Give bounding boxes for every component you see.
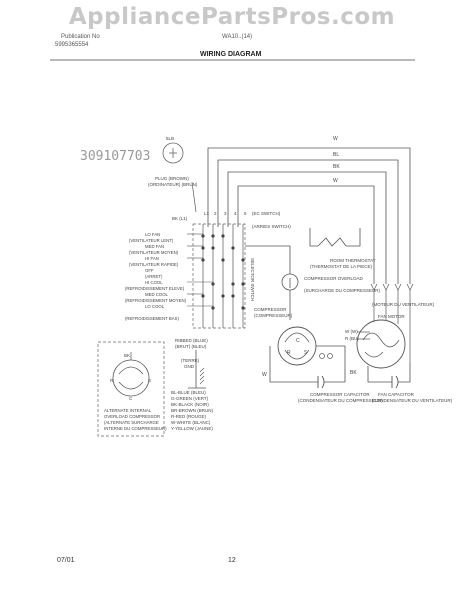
wire-label-bl: BL — [333, 152, 339, 158]
speed-label-14: (REFROIDISSEMENT BAS) — [125, 316, 179, 321]
footer-page-number: 12 — [228, 557, 236, 564]
alt-terminal-c: C — [129, 396, 133, 401]
legend-yellow: Y-YELLOW (JAUNE) — [171, 426, 213, 431]
alt-terminal-s: S — [148, 378, 151, 383]
legend-white: W-WHITE (BLANC) — [171, 420, 211, 425]
alt-terminal-r: R — [110, 378, 114, 383]
selector-switch-box — [192, 223, 246, 329]
legend-red: R-RED (ROUGE) — [171, 414, 206, 419]
switch-contact-4: 4 — [234, 211, 237, 216]
compressor-label-fr: (COMPRESSEUR) — [254, 313, 293, 318]
thermostat-label: ROOM THERMOSTAT — [330, 258, 376, 263]
fan-motor-label: FAN MOTOR — [378, 314, 405, 319]
fan-wire-r: R (BU) — [345, 336, 359, 341]
alt-label-2: OVERLOAD COMPRESSOR — [104, 414, 160, 419]
speed-label-11: MED COOL — [145, 292, 169, 297]
alternate-compressor-symbol — [112, 359, 150, 397]
compressor-terminal-r: R — [287, 350, 291, 356]
switch-label: (EC SWITCH) — [252, 211, 281, 216]
ground-label-2: (BRUT) (BLEU) — [175, 344, 207, 349]
fan-capacitor-label: FAN CAPACITOR — [378, 392, 415, 397]
publication-number: 5995365554 — [55, 42, 89, 48]
fan-capacitor-label-fr: (CONDENSATEUR DU VENTILATEUR) — [372, 398, 453, 403]
publication-label: Publication No — [61, 34, 100, 40]
ground-label-4: GND — [184, 364, 195, 369]
fan-wire-w: W (W) — [345, 329, 358, 334]
symbol-label: 5LB — [166, 136, 174, 141]
ground-symbol-circle — [162, 142, 184, 164]
wire-label-w1: W — [333, 136, 338, 142]
compressor-terminal-s: S — [304, 350, 308, 356]
switch-contact-5: 5 — [244, 211, 247, 216]
alt-label-4: INTERNE DU COMPRESSEUR) — [104, 426, 167, 431]
thermostat-label-fr: (THERMOSTAT DE LA PIECE) — [310, 264, 373, 269]
ground-label-1: RIBBED (BLUE) — [175, 338, 208, 343]
overload-label: COMPRESSOR OVERLOAD — [304, 276, 364, 281]
compressor-capacitor-label-fr: (CONDENSATEUR DU COMPRESSEUR) — [298, 398, 383, 403]
speed-label-10: (REFROIDISSEMENT ELEVE) — [125, 286, 185, 291]
compressor-terminal-c: C — [296, 338, 300, 344]
alt-terminal-bk: BK — [124, 353, 130, 358]
speed-label-8: (ARRET) — [145, 274, 163, 279]
speed-label-12: (REFROIDISSEMENT MOYEN) — [125, 298, 187, 303]
model-reference: WA10..(14) — [222, 34, 253, 40]
speed-label-5: HI FAN — [145, 256, 159, 261]
diagram-title: WIRING DIAGRAM — [200, 51, 262, 58]
alt-label-3: (ALTERNATE SURCHARGE — [104, 420, 159, 425]
speed-label-3: MED FAN — [145, 244, 164, 249]
switch-contact-l1: L1 — [204, 211, 210, 216]
compressor-capacitor-label: COMPRESSOR CAPACITOR — [310, 392, 370, 397]
wire-label-w2: W — [333, 178, 338, 184]
plug-label: PLUG (BROWN) — [155, 176, 189, 181]
wire-label-bk: BK — [333, 164, 340, 170]
speed-label-2: (VENTILATEUR LENT) — [129, 238, 174, 243]
speed-label-6: (VENTILATEUR RAPIDE) — [129, 262, 179, 267]
alt-label-1: ALTERNATE INTERNAL — [104, 408, 152, 413]
compressor-label: COMPRESSOR — [254, 307, 287, 312]
fan-motor-symbol — [356, 319, 406, 369]
ground-label-3: (TERRE) — [181, 358, 200, 363]
speed-label-13: LO COOL — [145, 304, 165, 309]
overload-label-fr: (SURCHARGE DU COMPRESSEUR) — [304, 288, 381, 293]
switch-label-fr: (ARRIES SWITCH) — [252, 224, 291, 229]
speed-label-9: HI COOL — [145, 280, 163, 285]
speed-label-4: (VENTILATEUR MOYEN) — [129, 250, 179, 255]
fan-motor-label-fr: (MOTEUR DU VENTILATEUR) — [372, 302, 435, 307]
plug-label-fr: (ORDINATEUR) (BRUN) — [148, 182, 198, 187]
legend-blue: BL-BLUE (BLEU) — [171, 390, 206, 395]
legend-brown: BR-BROWN (BRUN) — [171, 408, 213, 413]
legend-black: BK-BLACK (NOIR) — [171, 402, 209, 407]
watermark: AppliancePartsPros.com — [68, 4, 396, 30]
footer-date: 07/01 — [57, 557, 75, 564]
switch-contact-bk: BK (L1) — [172, 216, 188, 221]
small-label-w: W — [262, 372, 267, 378]
switch-contact-2: 2 — [214, 211, 217, 216]
selector-switch-label: SELECTOR SWITCH — [250, 258, 255, 301]
legend-green: G-GREEN (VERT) — [171, 396, 209, 401]
speed-label-1: LO FAN — [145, 232, 160, 237]
alternate-overload-box — [97, 341, 165, 437]
switch-contact-3: 3 — [224, 211, 227, 216]
part-number: 309107703 — [80, 149, 150, 164]
speed-label-7: OFF — [145, 268, 154, 273]
small-label-bk: BK — [350, 370, 357, 376]
